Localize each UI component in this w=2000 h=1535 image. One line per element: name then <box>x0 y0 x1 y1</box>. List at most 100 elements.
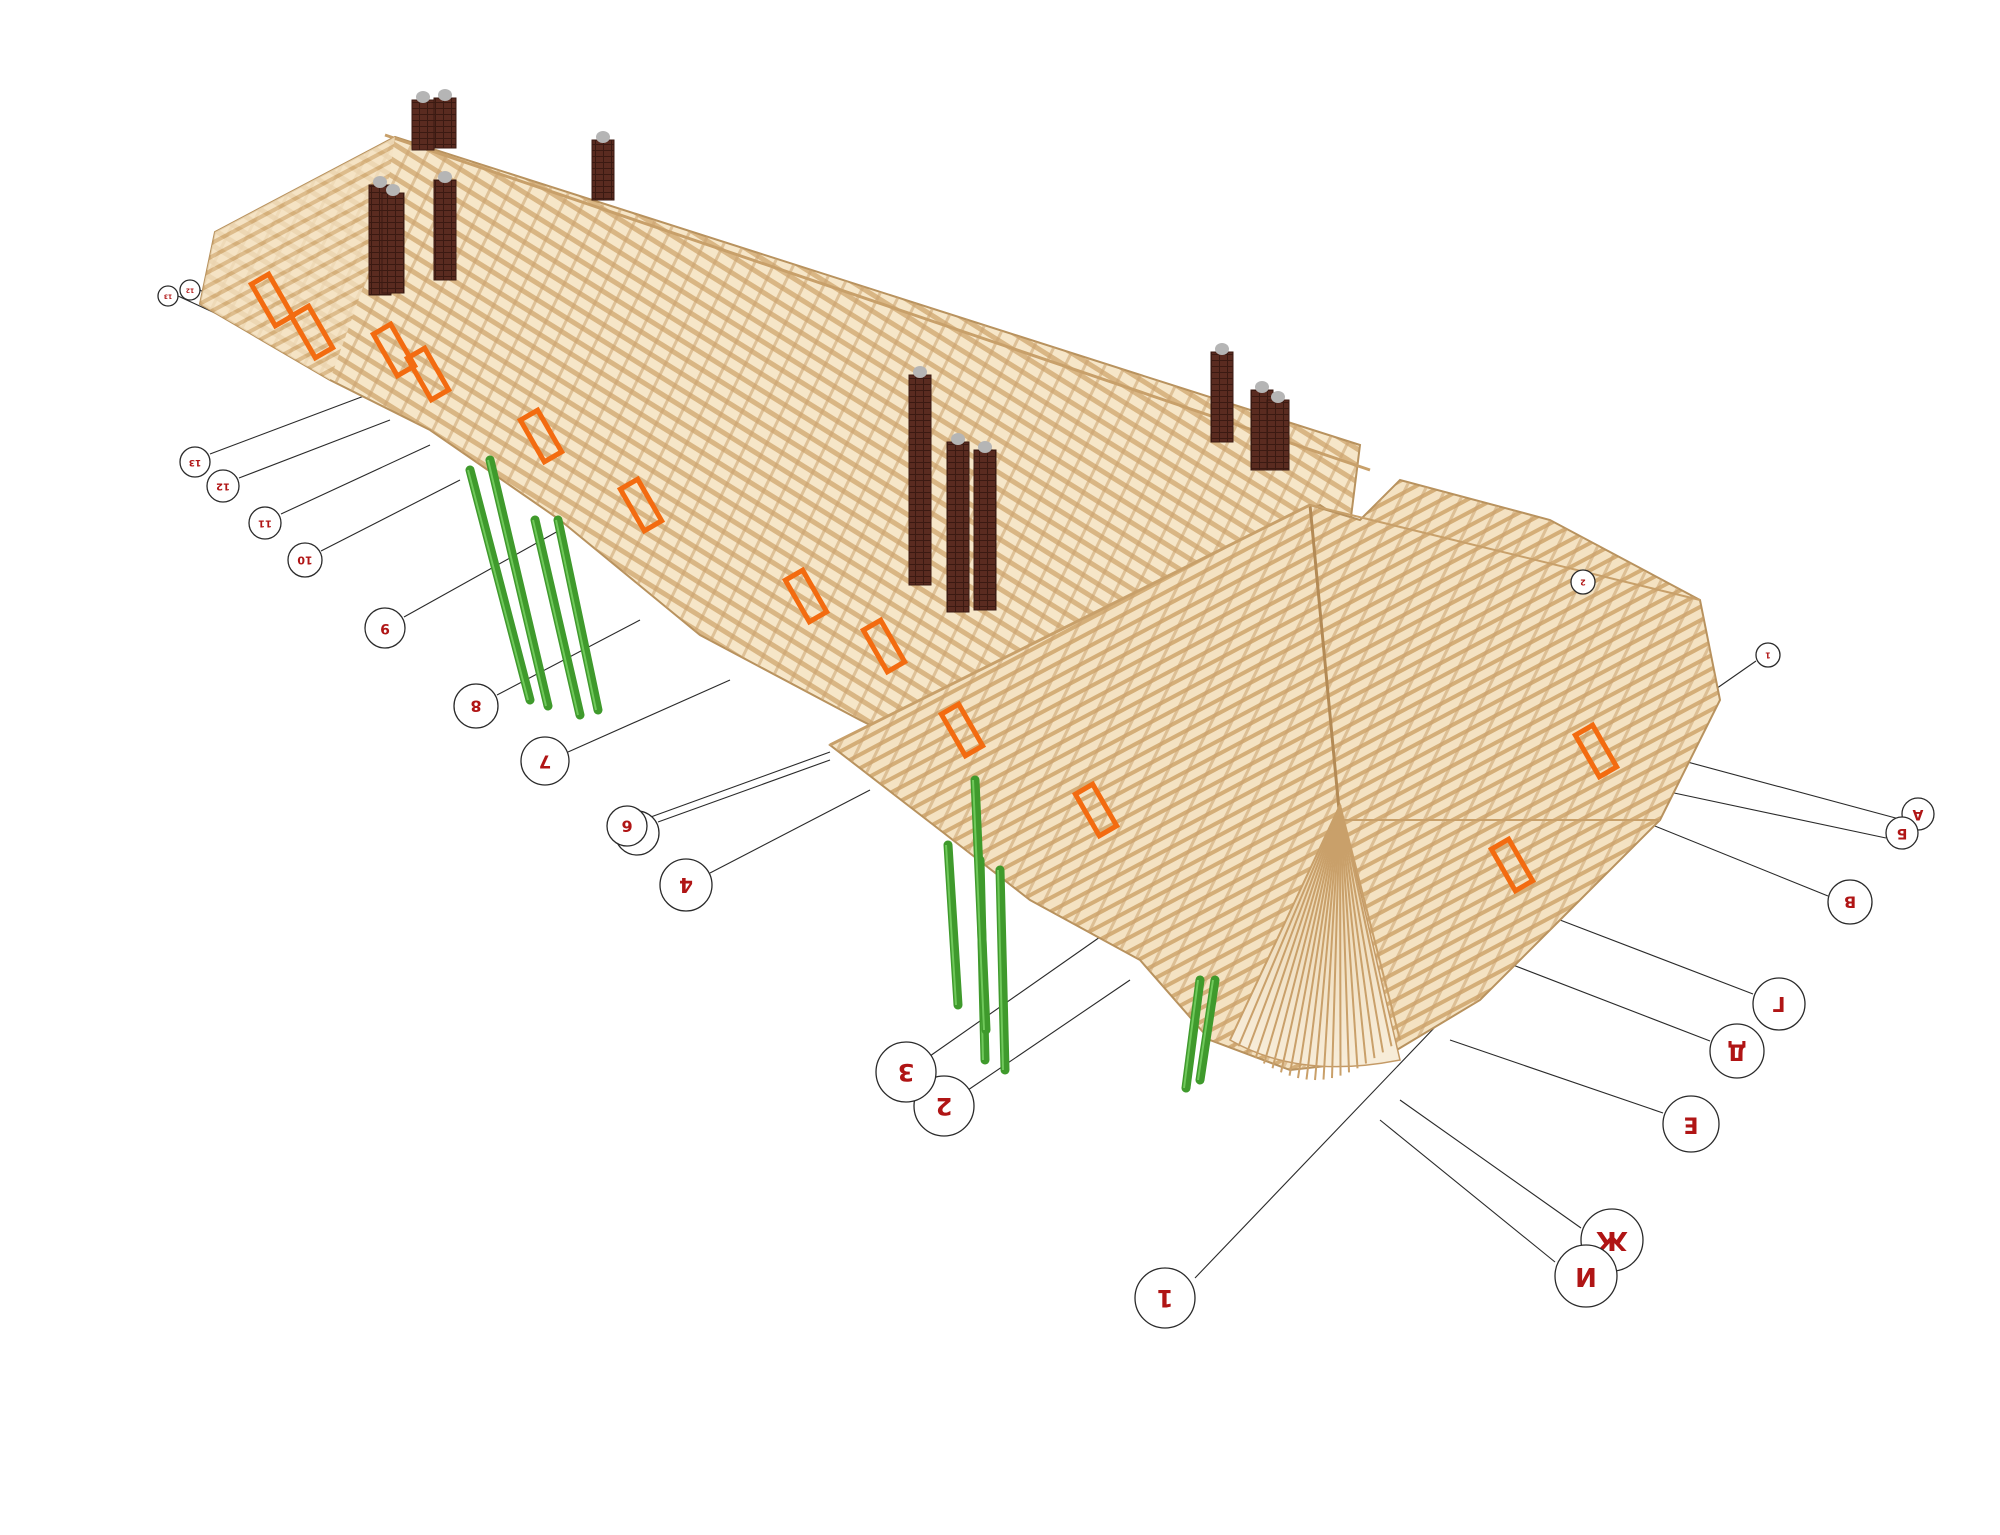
axis-label-13: 13 <box>189 457 202 467</box>
axis-leader-18 <box>1639 819 1829 897</box>
axis-bubbles: 1 2 3 4 5 6 7 8 9 10 11 12 13 А Б В Г Д … <box>157 279 1935 1329</box>
axis-leader-7 <box>567 679 731 753</box>
axis-leader-1 <box>1194 979 1481 1279</box>
brick-chimney-icon <box>381 184 405 294</box>
steel-column-highlight <box>555 519 597 711</box>
axis-label-small-d: 2 <box>1580 578 1586 587</box>
axis-bubble-7: 7 <box>520 736 570 786</box>
cone-rib <box>1339 804 1367 1064</box>
axis-label-Б: Б <box>1897 825 1908 841</box>
axis-leader-13 <box>209 389 381 455</box>
steel-column-icon <box>970 775 991 1035</box>
axis-bubble-И: И <box>1554 1244 1618 1308</box>
axis-leader-9 <box>403 529 561 618</box>
roof-windows <box>247 270 1621 895</box>
axis-bubble-4: 4 <box>659 858 713 912</box>
axis-label-7: 7 <box>539 751 552 772</box>
axis-bubble-small-d: 2 <box>1570 569 1596 595</box>
steel-column-highlight <box>997 869 1004 1071</box>
brick-chimney-icon <box>973 441 997 611</box>
cone-rib <box>1229 804 1341 1041</box>
roof-window-icon <box>1071 780 1121 840</box>
roof-window-icon <box>369 320 419 380</box>
steel-column-icon <box>530 515 585 720</box>
steel-column-highlight <box>972 779 985 1031</box>
axis-label-small-a: 13 <box>164 293 172 300</box>
axis-leader-4 <box>709 789 871 874</box>
front-wing-roof <box>828 478 1722 1072</box>
roof-window-icon <box>859 616 909 676</box>
steel-column-icon <box>1181 975 1205 1093</box>
steel-column-icon <box>943 840 963 1010</box>
axis-leader-12 <box>238 419 391 479</box>
brick-chimney-icon <box>411 91 435 151</box>
cone-rib <box>1288 804 1341 1076</box>
axis-bubble-9: 9 <box>364 607 406 649</box>
conical-roof <box>1229 802 1401 1081</box>
steel-column-icon <box>485 455 553 711</box>
roof-window-icon <box>1571 721 1621 781</box>
axis-label-4: 4 <box>679 873 693 897</box>
roof-window-icon <box>403 344 453 404</box>
axis-label-Е: Е <box>1683 1112 1698 1137</box>
axis-leader-5 <box>657 759 831 823</box>
axis-leader-22 <box>1399 1099 1582 1229</box>
axis-bubble-Е: Е <box>1662 1095 1720 1153</box>
roof-window-icon <box>287 302 337 362</box>
cone-rib <box>1314 804 1341 1081</box>
axis-bubble-12: 12 <box>206 469 240 503</box>
steel-column-icon <box>553 515 603 715</box>
roof-window-icon <box>937 700 987 760</box>
axis-label-small-c: 1 <box>1765 651 1771 660</box>
steel-column-highlight <box>532 519 579 716</box>
axis-label-В: В <box>1844 893 1856 912</box>
axis-leader-2 <box>967 979 1131 1091</box>
axis-bubble-Д: Д <box>1709 1023 1765 1079</box>
steel-column-highlight <box>487 459 547 707</box>
axis-label-12: 12 <box>216 481 230 492</box>
roof-window-icon <box>1487 835 1537 895</box>
cone-rib <box>1271 804 1341 1069</box>
axis-label-10: 10 <box>297 554 313 567</box>
axis-bubble-1: 1 <box>1134 1267 1196 1329</box>
axis-bubble-11: 11 <box>248 506 282 540</box>
axis-bubble-3: 3 <box>875 1041 937 1103</box>
axis-leader-21 <box>1449 1039 1664 1114</box>
axis-bubble-13: 13 <box>179 446 211 478</box>
axis-leader-19 <box>1559 919 1754 995</box>
roof-window-icon <box>247 270 297 330</box>
steel-column-highlight <box>945 844 957 1006</box>
cone-rib <box>1339 804 1393 1047</box>
brick-chimney-icon <box>1266 391 1290 471</box>
cone-rib <box>1263 804 1341 1064</box>
axis-bubble-Г: Г <box>1752 977 1806 1031</box>
brick-chimney-icon <box>908 366 932 586</box>
steel-columns <box>465 455 1220 1093</box>
steel-column-highlight <box>467 469 529 701</box>
cone-rib <box>1339 804 1342 1076</box>
axis-label-Г: Г <box>1772 992 1785 1016</box>
axis-label-9: 9 <box>380 620 390 636</box>
cone-rib <box>1339 804 1401 1041</box>
cone-rib <box>1297 804 1341 1079</box>
cone-rib <box>1339 804 1350 1073</box>
axis-label-И: И <box>1575 1261 1597 1291</box>
axis-label-8: 8 <box>470 697 481 716</box>
roof-window-icon <box>516 406 566 466</box>
roof-window-icon <box>781 566 831 626</box>
axis-bubble-6: 6 <box>606 805 648 847</box>
cone-rib <box>1280 804 1341 1073</box>
axis-label-small-b: 12 <box>186 287 194 294</box>
axis-bubble-small-b: 12 <box>179 279 201 301</box>
cone-rib <box>1305 804 1341 1080</box>
steel-column-highlight <box>1197 979 1214 1081</box>
axis-leader-6 <box>647 751 831 819</box>
axis-leader-16 <box>1679 759 1904 821</box>
axis-label-2: 2 <box>936 1092 953 1120</box>
axis-leader-20 <box>1499 959 1711 1042</box>
axis-bubble-В: В <box>1827 879 1873 925</box>
cone-rib <box>1254 804 1341 1059</box>
axis-leader-23 <box>1379 1119 1556 1263</box>
axis-label-1: 1 <box>1157 1284 1174 1312</box>
brick-chimney-icon <box>946 433 970 613</box>
